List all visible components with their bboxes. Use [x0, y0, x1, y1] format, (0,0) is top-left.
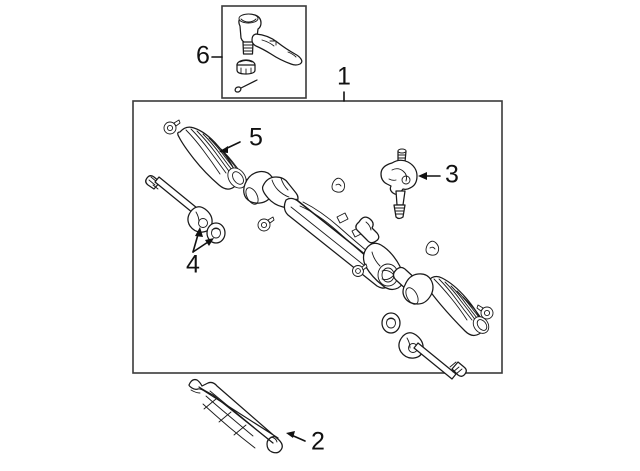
inner-tie-rod-washer — [206, 222, 226, 244]
boot-clamp-mid-left — [257, 216, 275, 232]
cotter-pin — [234, 79, 258, 93]
control-valve-assembly — [380, 148, 418, 220]
callout-5-leader — [219, 141, 241, 153]
inset-frame-part6 — [221, 5, 307, 99]
inner-tie-rod-right — [398, 332, 467, 380]
boot-clamp-upper-left — [163, 119, 181, 135]
callout-2-leader — [286, 431, 306, 442]
boot-clamp-mid-right — [352, 263, 368, 277]
outer-tie-rod-end — [238, 13, 303, 66]
castle-nut — [236, 59, 256, 75]
callout-number-6: 6 — [196, 42, 210, 70]
callout-number-1: 1 — [337, 63, 351, 91]
rack-mount-grommet-upper — [331, 177, 346, 193]
callout-number-5: 5 — [249, 124, 263, 152]
callout-number-4: 4 — [186, 251, 200, 279]
rack-boot-bellows-left — [177, 126, 248, 190]
callout-number-2: 2 — [311, 428, 325, 456]
boot-clamp-right — [476, 304, 494, 320]
inner-tie-rod-washer-right — [381, 312, 401, 334]
rack-mount-grommet-lower — [425, 240, 440, 256]
callout-3-leader — [418, 172, 441, 180]
heat-insulator-shield — [188, 378, 283, 454]
callout-number-3: 3 — [445, 161, 459, 189]
rack-boot-bellows-right — [425, 275, 490, 337]
callout-4-leader — [192, 227, 214, 253]
rack-bushing-right — [402, 273, 434, 305]
